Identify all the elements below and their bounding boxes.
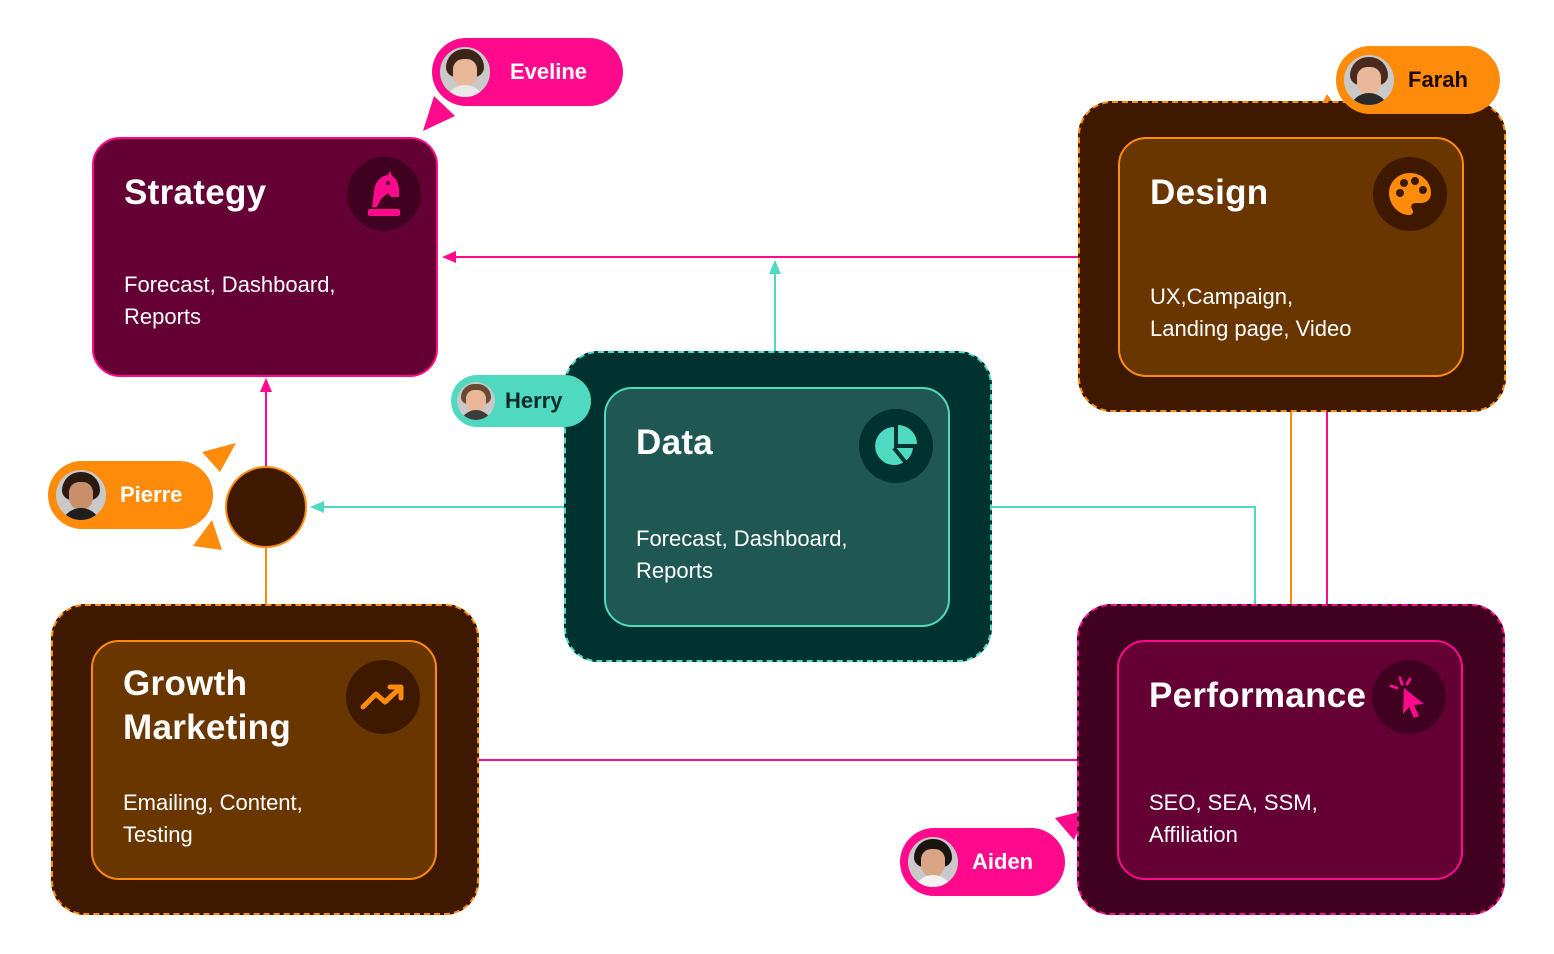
growth-marketing-description: Emailing, Content, Testing xyxy=(123,790,303,847)
person-tag-eveline[interactable]: Eveline xyxy=(432,38,623,106)
strategy-card[interactable]: Strategy Forecast, Dashboard, Reports xyxy=(92,137,438,377)
pierre-pointer-bottom xyxy=(193,520,222,550)
chess-knight-icon xyxy=(347,157,421,231)
growth-marketing-card[interactable]: Growth Marketing Emailing, Content, Test… xyxy=(91,640,437,880)
arrowhead xyxy=(260,378,272,392)
person-name: Herry xyxy=(505,388,563,413)
avatar xyxy=(440,47,490,97)
avatar xyxy=(1344,55,1394,105)
pie-chart-icon xyxy=(859,409,933,483)
person-tag-pierre[interactable]: Pierre xyxy=(48,461,213,529)
arrowhead xyxy=(442,251,456,263)
data-description: Forecast, Dashboard, Reports xyxy=(636,526,848,583)
cursor-click-icon xyxy=(1372,660,1446,734)
avatar xyxy=(908,837,958,887)
person-name: Eveline xyxy=(510,59,588,84)
hub-node[interactable] xyxy=(225,466,307,548)
palette-icon xyxy=(1373,157,1447,231)
person-tag-farah[interactable]: Farah xyxy=(1336,46,1500,114)
design-title: Design xyxy=(1150,173,1269,212)
strategy-description: Forecast, Dashboard, Reports xyxy=(124,272,336,329)
performance-title: Performance xyxy=(1149,676,1367,715)
growth-marketing-title: Growth Marketing xyxy=(123,664,292,747)
pierre-pointer-top xyxy=(202,443,236,472)
performance-data-connector xyxy=(966,506,1256,626)
person-name: Pierre xyxy=(120,482,183,507)
strategy-title: Strategy xyxy=(124,173,267,212)
arrowhead xyxy=(310,501,324,513)
design-description: UX,Campaign, Landing page, Video xyxy=(1150,284,1352,341)
avatar xyxy=(56,470,106,520)
person-tag-aiden[interactable]: Aiden xyxy=(900,828,1065,896)
arrowhead xyxy=(769,260,781,274)
trending-up-icon xyxy=(346,660,420,734)
person-name: Aiden xyxy=(972,849,1034,874)
performance-card[interactable]: Performance SEO, SEA, SSM, Affiliation xyxy=(1117,640,1463,880)
eveline-pointer xyxy=(423,96,455,131)
person-tag-herry[interactable]: Herry xyxy=(451,375,591,427)
person-name: Farah xyxy=(1408,67,1468,92)
design-card[interactable]: Design UX,Campaign, Landing page, Video xyxy=(1118,137,1464,377)
performance-description: SEO, SEA, SSM, Affiliation xyxy=(1149,790,1318,847)
data-card[interactable]: Data Forecast, Dashboard, Reports xyxy=(604,387,950,627)
avatar xyxy=(457,382,495,420)
data-title: Data xyxy=(636,423,714,462)
